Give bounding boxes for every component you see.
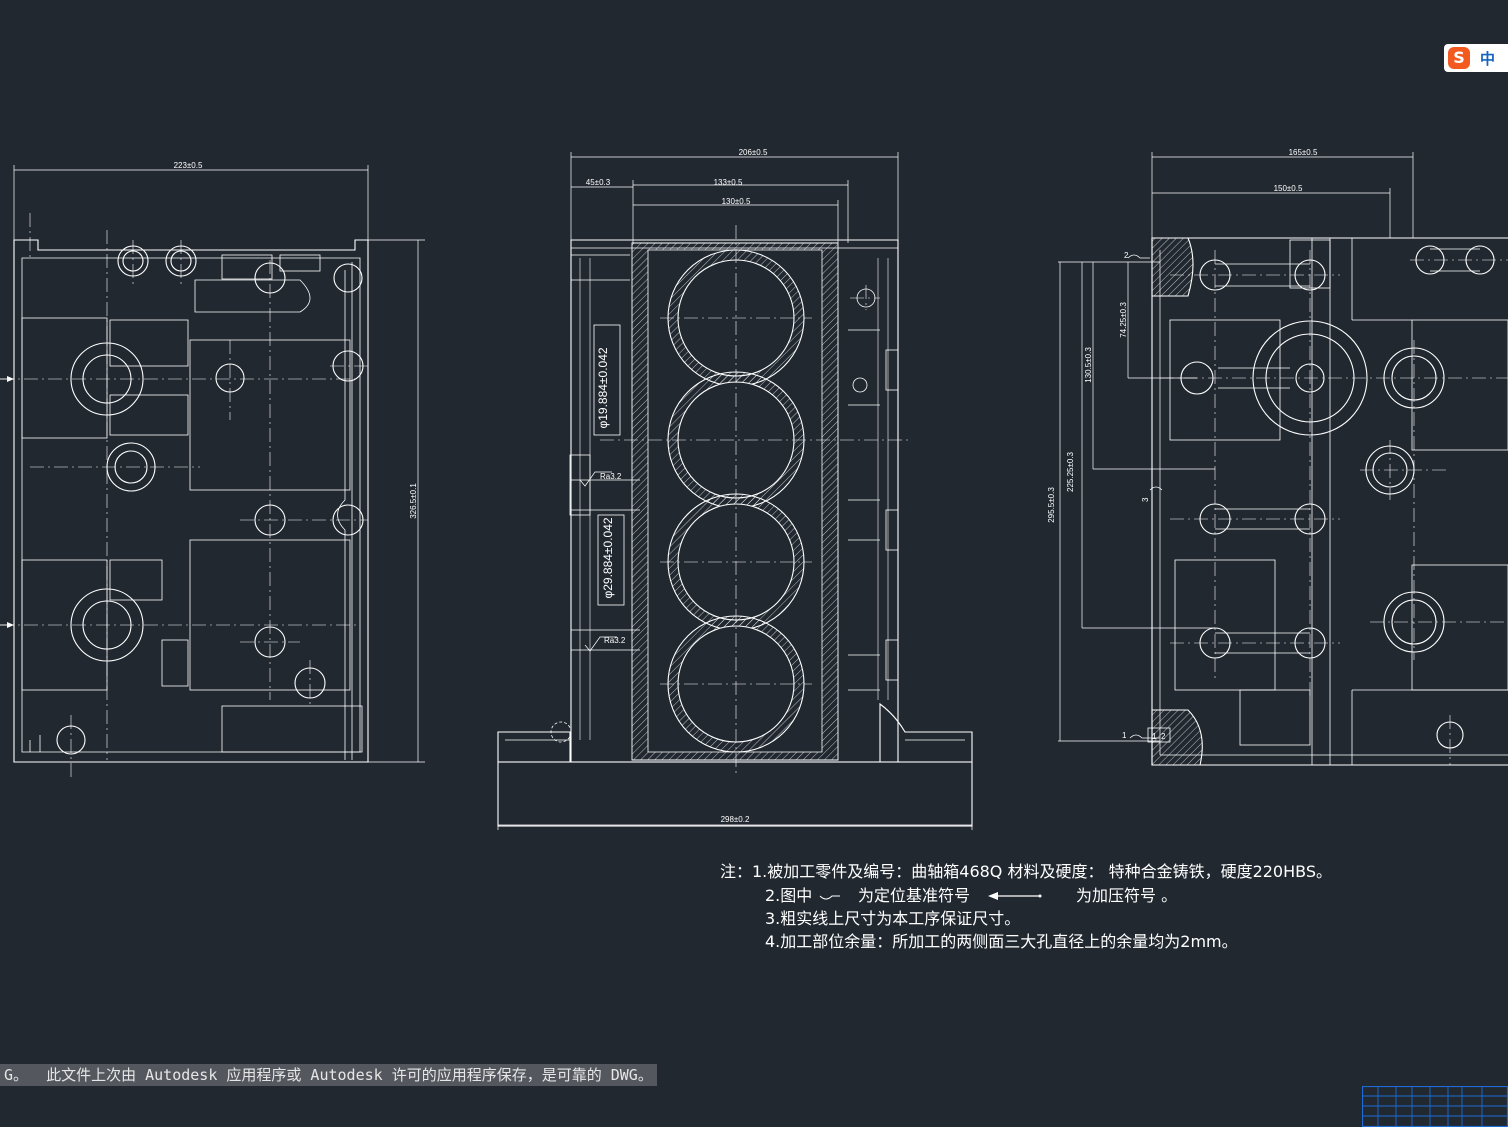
right-width-dim: 165±0.5 (1289, 148, 1318, 157)
left-view (0, 165, 425, 780)
center-span-dim-2: 130±0.5 (722, 197, 751, 206)
technical-notes: 注：1.被加工零件及编号：曲轴箱468Q 材料及硬度： 特种合金铸铁，硬度220… (720, 862, 1332, 951)
center-offset-dim: 45±0.3 (586, 178, 611, 187)
center-view (497, 152, 973, 830)
right-dim-4: 295.5±0.3 (1047, 487, 1056, 523)
right-locating-mark-1: 2 (1124, 251, 1129, 260)
right-locating-mark-4: 1 (1152, 732, 1157, 741)
title-block-grid (1362, 1086, 1508, 1127)
center-span-dim-1: 133±0.5 (714, 178, 743, 187)
note-line-2a: 2.图中 (765, 886, 812, 905)
center-overall-width-dim: 206±0.5 (739, 148, 768, 157)
left-height-dim: 326.5±0.1 (409, 483, 418, 519)
ime-toolbar[interactable]: S 中 (1444, 44, 1508, 72)
note-line-2b: 为定位基准符号 (858, 886, 970, 905)
right-inner-width-dim: 150±0.5 (1274, 184, 1303, 193)
center-roughness-1: Ra3.2 (600, 472, 622, 481)
note-line-4: 4.加工部位余量：所加工的两侧面三大孔直径上的余量均为2mm。 (765, 932, 1238, 951)
locating-symbol-icon (819, 895, 840, 900)
right-dim-3: 225.25±0.3 (1066, 451, 1075, 492)
sogou-logo-icon: S (1448, 47, 1470, 69)
center-bore-dim-2: φ29.884±0.042 (601, 517, 615, 598)
right-dim-2: 130.5±0.3 (1084, 347, 1093, 383)
left-width-dim: 223±0.5 (174, 161, 203, 170)
right-dim-1: 74.25±0.3 (1119, 302, 1128, 338)
right-view (1058, 152, 1508, 766)
file-status-message: G。 此文件上次由 Autodesk 应用程序或 Autodesk 许可的应用程… (0, 1064, 657, 1086)
center-base-width-dim: 298±0.2 (721, 815, 750, 824)
note-line-2c: 为加压符号 。 (1076, 886, 1177, 905)
center-roughness-2: Ra3.2 (604, 636, 626, 645)
center-bore-dim-1: φ19.884±0.042 (596, 347, 610, 428)
note-line-3: 3.粗实线上尺寸为本工序保证尺寸。 (765, 909, 1020, 928)
ime-mode-label[interactable]: 中 (1480, 50, 1496, 68)
right-locating-mark-3: 1 (1122, 731, 1127, 740)
pressure-arrow-icon (988, 892, 1042, 900)
right-locating-mark-5: 2 (1161, 732, 1166, 741)
right-locating-mark-2: 3 (1141, 497, 1150, 502)
note-line-1: 注：1.被加工零件及编号：曲轴箱468Q 材料及硬度： 特种合金铸铁，硬度220… (720, 862, 1332, 881)
